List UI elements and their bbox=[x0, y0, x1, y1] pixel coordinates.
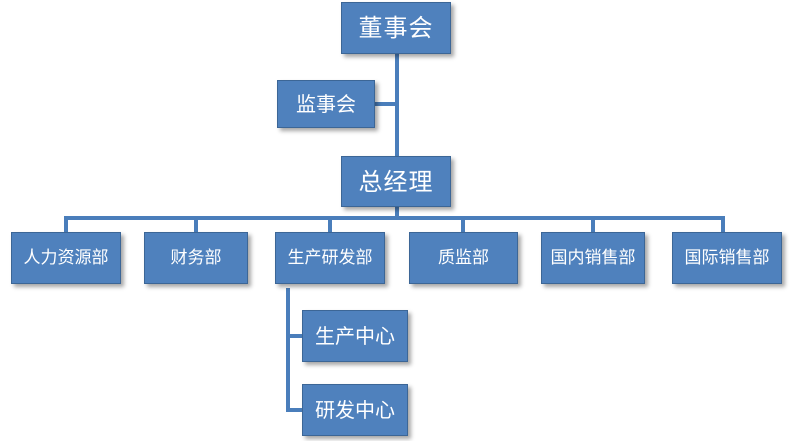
department-finance-box: 财务部 bbox=[144, 232, 248, 284]
department-production-rd-box: 生产研发部 bbox=[275, 232, 385, 284]
department-quality-box: 质监部 bbox=[409, 232, 518, 284]
production-center-box: 生产中心 bbox=[302, 310, 408, 362]
department-international-sales-box: 国际销售部 bbox=[672, 232, 782, 284]
department-hr-box: 人力资源部 bbox=[11, 232, 121, 284]
supervisory-board-box: 监事会 bbox=[277, 80, 375, 128]
department-domestic-sales-box: 国内销售部 bbox=[541, 232, 645, 284]
board-of-directors-box: 董事会 bbox=[341, 2, 451, 54]
research-center-box: 研发中心 bbox=[302, 384, 408, 436]
general-manager-box: 总经理 bbox=[341, 156, 451, 207]
